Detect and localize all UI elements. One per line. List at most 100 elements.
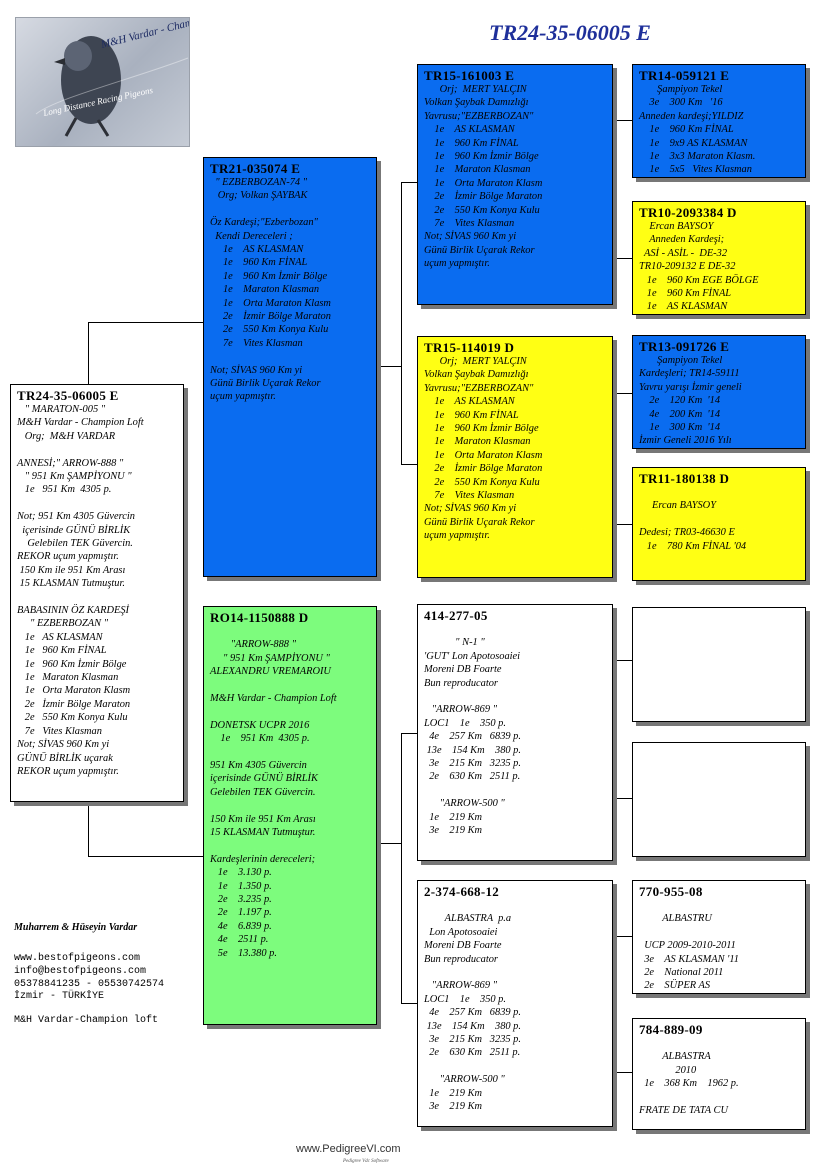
connector-line: [88, 322, 204, 323]
pedigree-line: " EZBERBOZAN-74 ": [210, 177, 308, 188]
ring-number: TR13-091726 E: [639, 339, 730, 354]
pedigree-line: [17, 443, 177, 456]
pedigree-line: "ARROW-869 ": [424, 704, 497, 716]
pedigree-line: "ARROW-500 ": [424, 798, 505, 810]
connector-line: [613, 120, 614, 258]
pedigree-line: 1e AS KLASMAN: [424, 124, 515, 136]
pedigree-line: 1e Orta Maraton Klasm: [424, 177, 543, 189]
pedigree-line: [210, 679, 370, 692]
pedigree-line: 2010: [639, 1064, 697, 1076]
ring-number: TR15-114019 D: [424, 340, 515, 355]
pedigree-line: Not; SİVAS 960 Km yi: [17, 739, 110, 751]
pedigree-line: 1e 960 Km FİNAL: [17, 645, 107, 657]
connector-line: [401, 182, 417, 183]
pedigree-line: [639, 926, 799, 939]
pedigree-line: Günü Birlik Uçarak Rekor: [424, 244, 535, 256]
email-link[interactable]: info@bestofpigeons.com: [14, 965, 147, 977]
pedigree-line: "ARROW-869 ": [424, 980, 497, 992]
pedigree-line: 1e Orta Maraton Klasm: [17, 685, 131, 697]
pedigree-line: 3e 219 Km: [424, 825, 483, 837]
pedigree-line: Dedesi; TR03-46630 E: [639, 527, 735, 539]
pedigree-card-dsd: [632, 742, 806, 857]
pedigree-line: 15 KLASMAN Tutmuştur.: [210, 827, 316, 839]
brand-subtitle: Pedigree Vdc Software: [343, 1159, 389, 1164]
pedigree-line: Not; SİVAS 960 Km yi: [210, 364, 303, 376]
ring-number: 414-277-05: [424, 608, 488, 623]
pedigree-card-subject: TR24-35-06005 E " MARATON-005 "M&H Varda…: [10, 384, 184, 802]
pedigree-line: REKOR uçum yapmıştır.: [17, 765, 119, 777]
pedigree-line: 150 Km ile 951 Km Arası: [17, 564, 126, 576]
pedigree-line: 2e İzmir Bölge Maraton: [424, 191, 543, 203]
pedigree-line: 1e 951 Km 4305 p.: [17, 484, 112, 496]
pedigree-line: 2e 630 Km 2511 p.: [424, 771, 521, 783]
pedigree-line: 7e Vites Klasman: [424, 490, 515, 502]
pedigree-line: 3e 215 Km 3235 p.: [424, 1034, 521, 1046]
ring-number: TR10-2093384 D: [639, 205, 737, 220]
pedigree-line: 1e 960 Km FİNAL: [424, 409, 519, 421]
pedigree-line: " 951 Km ŞAMPİYONU ": [210, 652, 330, 664]
pedigree-line: [210, 625, 370, 638]
pedigree-line: Şampiyon Tekel: [639, 355, 723, 366]
pedigree-line: 1e 5x5 Vites Klasman: [639, 164, 752, 176]
pedigree-line: DONETSK UCPR 2016: [210, 719, 310, 731]
pedigree-line: [210, 746, 370, 759]
pedigree-line: 'GUT' Lon Apotosoaiei: [424, 650, 521, 662]
pedigree-line: 2e İzmir Bölge Maraton: [424, 463, 543, 475]
pedigree-line: içerisinde GÜNÜ BİRLİK: [17, 524, 131, 536]
contact-info: www.bestofpigeons.com info@bestofpigeons…: [14, 953, 164, 1004]
phone-numbers: 05378841235 - 05530742574: [14, 978, 165, 990]
pedigree-line: [424, 1060, 606, 1073]
pedigree-line: Bun reproducator: [424, 677, 498, 689]
pedigree-line: 3e 215 Km 3235 p.: [424, 758, 521, 770]
pedigree-line: 1e Maraton Klasman: [210, 284, 320, 296]
pedigree-line: TR10-209132 E DE-32: [639, 261, 736, 273]
pedigree-line: 1e 960 Km FİNAL: [639, 124, 734, 136]
ring-number: TR15-161003 E: [424, 68, 515, 83]
pedigree-line: Not; SİVAS 960 Km yi: [424, 503, 517, 515]
pedigree-line: [210, 203, 370, 216]
pedigree-line: 1e 960 Km İzmir Bölge: [424, 151, 539, 163]
pedigree-line: 5e 13.380 p.: [210, 947, 277, 959]
connector-line: [88, 802, 89, 856]
pedigree-line: Öz Kardeşi;"Ezberbozan": [210, 217, 318, 229]
pedigree-line: 7e Vites Klasman: [424, 218, 515, 230]
pedigree-line: [424, 899, 606, 912]
pedigree-line: Not; SİVAS 960 Km yi: [424, 231, 517, 243]
connector-line: [377, 843, 401, 844]
ring-number: RO14-1150888 D: [210, 610, 309, 625]
brand-watermark: www.PedigreeVI.com: [296, 1143, 401, 1155]
pedigree-line: 1e Orta Maraton Klasm: [424, 449, 543, 461]
connector-line: [613, 660, 614, 798]
pedigree-line: [639, 486, 799, 499]
pedigree-line: 7e Vites Klasman: [17, 725, 102, 737]
connector-line: [613, 393, 632, 394]
pedigree-line: 1e 219 Km: [424, 811, 483, 823]
pedigree-line: 4e 200 Km '14: [639, 408, 721, 420]
pedigree-line: Gelebilen TEK Güvercin.: [210, 786, 316, 798]
pedigree-line: 2e 550 Km Konya Kulu: [210, 324, 329, 336]
connector-line: [401, 182, 402, 465]
pedigree-line: 3e 300 Km '16: [639, 97, 723, 109]
pedigree-line: 3e 219 Km: [424, 1101, 483, 1113]
pedigree-line: 1e 960 Km FİNAL: [424, 137, 519, 149]
ring-number: TR11-180138 D: [639, 471, 730, 486]
pedigree-card-sss: TR14-059121 E Şampiyon Tekel 3e 300 Km '…: [632, 64, 806, 178]
loft-logo: M&H Vardar - Champion Loft Long Distance…: [15, 17, 190, 147]
pedigree-line: 2e SÜPER AS: [639, 980, 711, 992]
website-link[interactable]: www.bestofpigeons.com: [14, 953, 141, 964]
pedigree-line: 1e 219 Km: [424, 1087, 483, 1099]
pedigree-line: [424, 623, 606, 636]
pedigree-line: 2e 550 Km Konya Kulu: [424, 476, 540, 488]
pedigree-line: [210, 705, 370, 718]
pigeon-logo-icon: M&H Vardar - Champion Loft Long Distance…: [35, 18, 189, 137]
pedigree-line: M&H Vardar - Champion Loft: [17, 417, 144, 429]
pedigree-line: Günü Birlik Uçarak Rekor: [424, 516, 535, 528]
pedigree-line: ALBASTRA: [639, 1051, 711, 1063]
pedigree-line: Yavrusu;"EZBERBOZAN": [424, 382, 534, 394]
logo-text-top: M&H Vardar - Champion Loft: [99, 18, 189, 51]
pedigree-line: 1e 368 Km 1962 p.: [639, 1078, 739, 1090]
pedigree-line: 4e 257 Km 6839 p.: [424, 731, 521, 743]
